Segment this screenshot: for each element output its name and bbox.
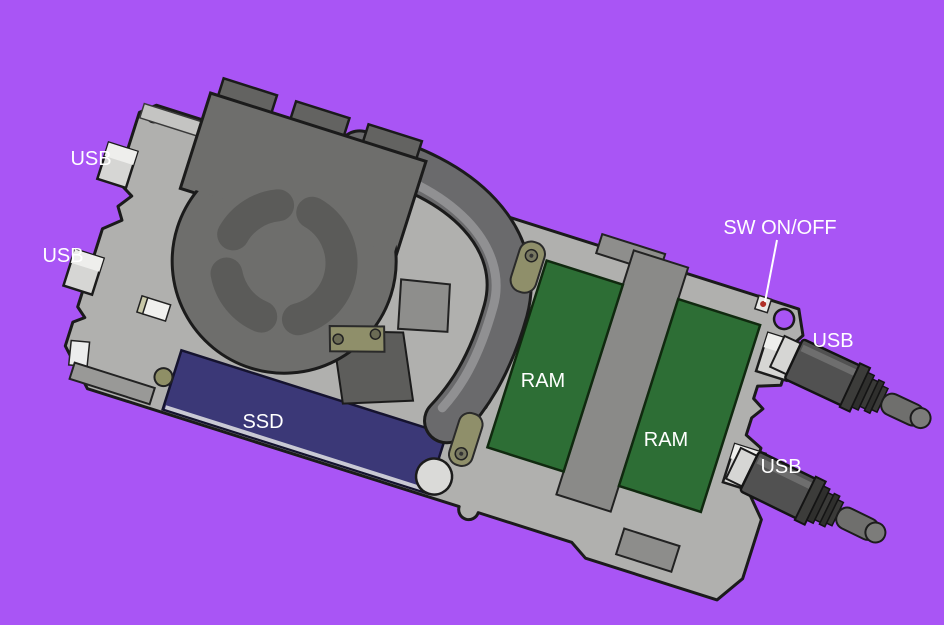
fan-side-component: [135, 294, 172, 323]
label-usb-mid-left: USB: [42, 245, 83, 267]
fan-shroud-tabs: [216, 76, 424, 162]
label-usb-right-lower: USB: [760, 456, 801, 478]
label-sw-on-off: SW ON/OFF: [723, 217, 836, 239]
label-ssd: SSD: [242, 411, 283, 433]
motherboard-assembly: [61, 76, 805, 602]
label-ram-right: RAM: [644, 429, 688, 451]
label-ram-left: RAM: [521, 370, 565, 392]
label-usb-right-upper: USB: [812, 330, 853, 352]
ram-module-2: [617, 297, 762, 514]
cooling-fan: [170, 91, 428, 375]
bottom-left-connector: [68, 361, 157, 406]
power-switch-dot: [760, 301, 767, 308]
round-component: [414, 457, 454, 496]
usb-port-left-upper: [95, 141, 139, 190]
fan-vent-slots: [210, 189, 358, 336]
heat-pipe: [335, 129, 533, 445]
bottom-right-connector: [614, 527, 681, 574]
ram-module-1: [485, 258, 625, 474]
ssd-module: [153, 348, 448, 496]
label-usb-top-left: USB: [70, 148, 111, 170]
mounting-bracket-top: [509, 240, 546, 294]
ssd-screw: [153, 367, 174, 388]
usb-port-left-lower: [61, 247, 106, 297]
sw-leader-line: [764, 239, 778, 303]
mounting-bracket-fan: [328, 324, 386, 353]
mounting-bracket-bottom: [447, 411, 484, 467]
board-hole-top-right: [772, 307, 796, 331]
heatsink-plate-mid: [397, 278, 451, 333]
